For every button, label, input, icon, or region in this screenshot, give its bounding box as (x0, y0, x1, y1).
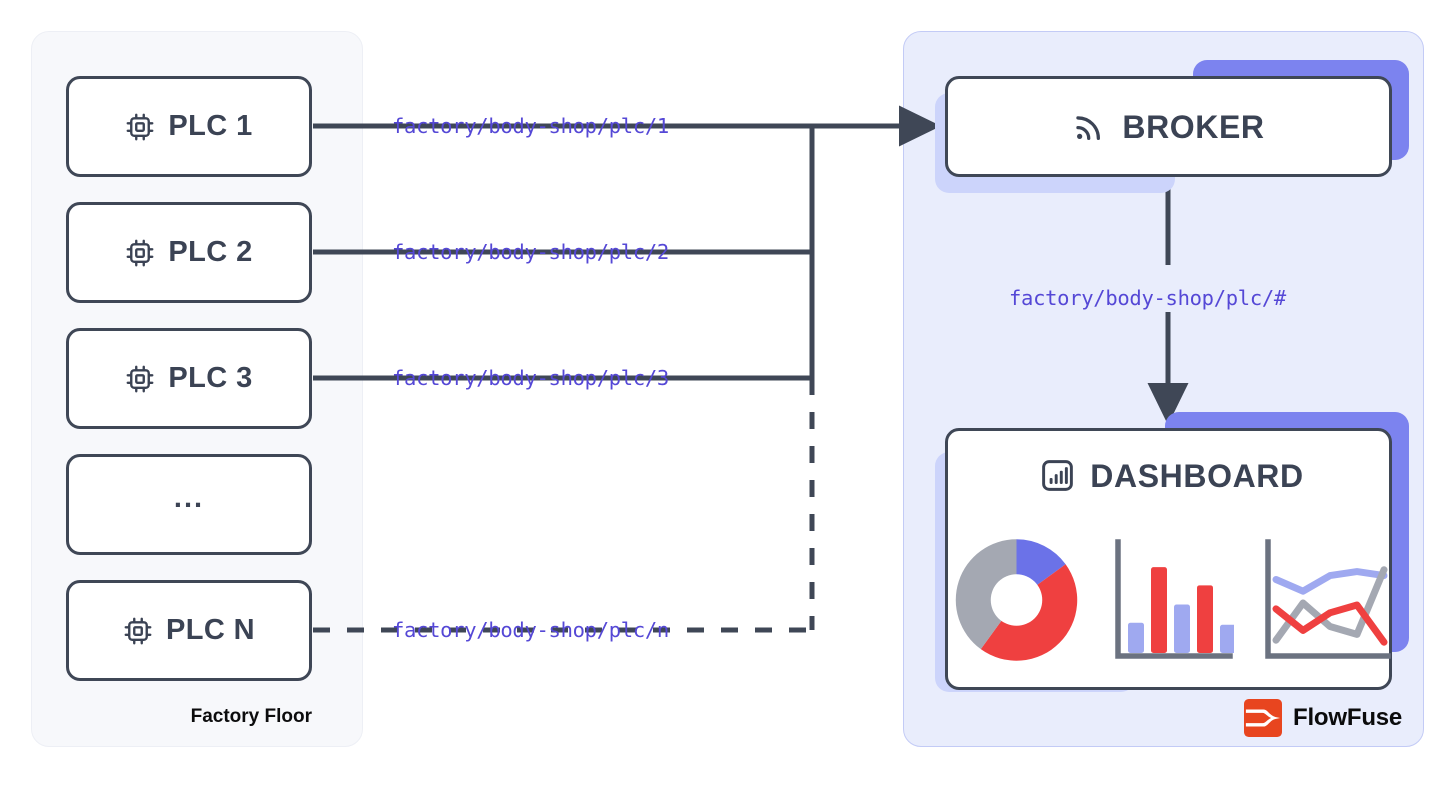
plc-card-2[interactable]: PLC 2 (66, 202, 312, 303)
broker-node[interactable]: BROKER (945, 76, 1392, 177)
bar (1220, 624, 1234, 653)
dashboard-label: DASHBOARD (1090, 457, 1304, 494)
topic-label-plc-2: factory/body-shop/plc/2 (392, 240, 669, 264)
plc-label: PLC 1 (168, 110, 253, 142)
flowfuse-wordmark: FlowFuse (1293, 704, 1403, 731)
dashboard-node[interactable]: DASHBOARD (945, 428, 1392, 690)
cpu-icon (125, 112, 155, 142)
line-series (1272, 601, 1388, 646)
bar (1151, 567, 1167, 653)
plc-label: PLC 2 (168, 236, 253, 268)
plc-card-3[interactable]: PLC 3 (66, 328, 312, 429)
bar (1128, 622, 1144, 653)
broadcast-icon (1072, 110, 1106, 144)
broker-label: BROKER (1122, 108, 1265, 145)
topic-label-plc-1: factory/body-shop/plc/1 (392, 114, 669, 138)
cpu-icon (123, 616, 153, 646)
line-chart (1265, 539, 1391, 659)
line-series (1272, 568, 1388, 595)
plc-label: PLC N (166, 614, 255, 646)
cpu-icon (125, 238, 155, 268)
topic-label-plc-n: factory/body-shop/plc/n (392, 618, 669, 642)
bar (1197, 585, 1213, 653)
flowfuse-logo-icon (1244, 699, 1282, 737)
dashboard-title-row: DASHBOARD (948, 457, 1395, 494)
plc-card-n[interactable]: PLC N (66, 580, 312, 681)
plc-card-ellipsis[interactable]: ... (66, 454, 312, 555)
ellipsis-label: ... (173, 482, 205, 514)
topic-label-subscribe: factory/body-shop/plc/# (1003, 286, 1292, 311)
flowfuse-brand: FlowFuse (1244, 699, 1402, 737)
bar-chart-icon (1039, 457, 1076, 494)
line-series (1272, 566, 1388, 644)
factory-floor-label: Factory Floor (190, 706, 312, 727)
cpu-icon (125, 364, 155, 394)
topic-label-plc-3: factory/body-shop/plc/3 (392, 366, 669, 390)
bar-chart (1115, 539, 1234, 659)
bar (1174, 604, 1190, 653)
plc-label: PLC 3 (168, 362, 253, 394)
donut-slice (955, 539, 1017, 650)
donut-chart (955, 539, 1078, 661)
plc-card-1[interactable]: PLC 1 (66, 76, 312, 177)
dashboard-charts (948, 526, 1395, 666)
